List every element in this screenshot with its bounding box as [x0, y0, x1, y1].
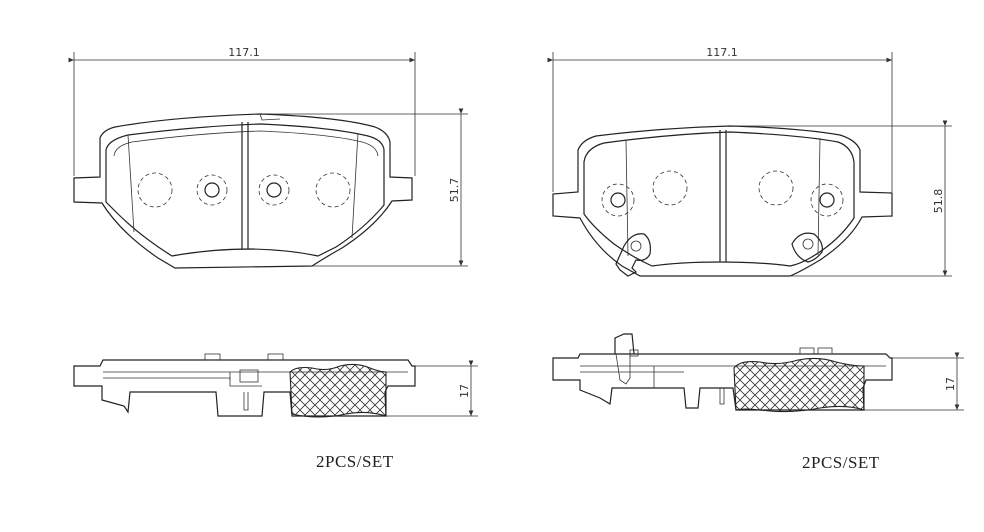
left-height-label: 51.7: [448, 178, 461, 203]
right-height-label: 51.8: [932, 189, 945, 214]
left-pad-side-view: [73, 353, 478, 418]
right-thickness-label: 17: [944, 377, 957, 391]
right-width-dimension: [547, 52, 893, 192]
right-set-label: 2PCS/SET: [802, 453, 880, 472]
left-set-label: 2PCS/SET: [316, 452, 394, 471]
right-pad-front-view: [552, 125, 893, 277]
right-height-dimension: [736, 120, 952, 277]
left-width-label: 117.1: [228, 46, 260, 59]
right-width-label: 117.1: [706, 46, 738, 59]
left-height-dimension: [262, 108, 468, 267]
right-pad-side-view: [552, 333, 964, 413]
left-thickness-label: 17: [458, 384, 471, 398]
left-pad-front-view: [73, 113, 413, 269]
